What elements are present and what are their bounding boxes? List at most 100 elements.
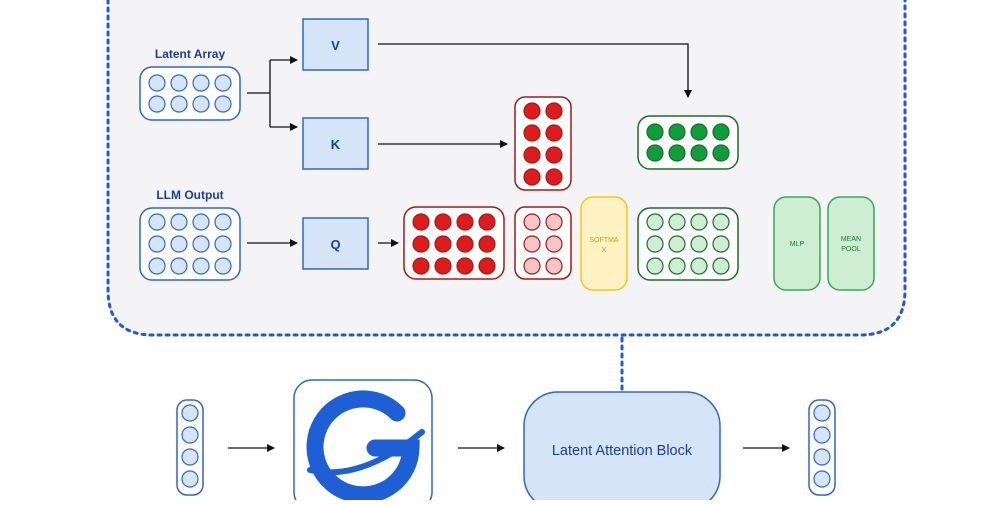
key-token	[523, 124, 541, 142]
latent-to-vk-connector	[247, 60, 271, 127]
key-token	[523, 102, 541, 120]
weighted-value-token	[690, 235, 708, 253]
score-token	[478, 257, 496, 275]
input-token-column	[176, 399, 204, 496]
scaled-score-token	[523, 213, 541, 231]
latent-attention-label: Latent Attention Block	[552, 443, 693, 459]
output-token	[668, 123, 686, 141]
k-label: K	[331, 137, 341, 152]
llm-token	[214, 213, 232, 231]
score-token	[434, 213, 452, 231]
input-token	[181, 404, 199, 422]
q-label: Q	[330, 237, 340, 252]
score-token	[456, 213, 474, 231]
output-token	[712, 123, 730, 141]
q-box: Q	[302, 217, 369, 270]
attention-scores-matrix	[403, 206, 505, 280]
softmax-box: SOFTMA X	[580, 196, 628, 291]
weighted-value-token	[712, 257, 730, 275]
key-token	[545, 102, 563, 120]
v-label: V	[331, 38, 340, 53]
output-token	[646, 123, 664, 141]
llm-logo-icon	[306, 390, 425, 504]
latent-token	[192, 74, 210, 92]
score-token	[412, 235, 430, 253]
weighted-value-token	[712, 235, 730, 253]
mean-pool-box: MEAN POOL	[827, 196, 875, 291]
score-token	[456, 257, 474, 275]
llm-token	[148, 235, 166, 253]
score-token	[412, 257, 430, 275]
llm-token	[192, 213, 210, 231]
llm-block	[293, 379, 433, 505]
weighted-value-token	[712, 213, 730, 231]
llm-token	[170, 257, 188, 275]
scaled-score-token	[545, 257, 563, 275]
attended-output-matrix	[637, 115, 739, 170]
score-token	[478, 213, 496, 231]
weighted-value-token	[668, 257, 686, 275]
key-token	[523, 146, 541, 164]
latent-token	[148, 95, 166, 113]
llm-output-label: LLM Output	[156, 188, 223, 202]
softmax-label-line2: X	[602, 247, 607, 254]
mean-pool-label-line2: POOL	[841, 246, 861, 253]
embedding-token	[813, 426, 831, 444]
scaled-score-token	[523, 257, 541, 275]
v-box: V	[302, 18, 369, 71]
latent-token	[170, 95, 188, 113]
llm-token	[170, 235, 188, 253]
embedding-token	[813, 404, 831, 422]
weighted-values-matrix	[637, 207, 739, 281]
llm-token	[148, 213, 166, 231]
llm-token	[170, 213, 188, 231]
mean-pool-label-line1: MEAN	[841, 236, 861, 243]
softmax-label-line1: SOFTMA	[589, 237, 618, 244]
output-token	[690, 123, 708, 141]
key-token	[545, 146, 563, 164]
key-token	[545, 168, 563, 186]
latent-token	[192, 95, 210, 113]
output-token	[646, 144, 664, 162]
key-matrix	[514, 96, 572, 191]
latent-array-grid	[139, 66, 241, 121]
weighted-value-token	[690, 257, 708, 275]
latent-token	[214, 74, 232, 92]
scaled-score-token	[545, 235, 563, 253]
arrow-v-to-output	[378, 43, 692, 98]
llm-token	[214, 257, 232, 275]
latent-token	[214, 95, 232, 113]
latent-token	[170, 74, 188, 92]
input-token	[181, 448, 199, 466]
llm-token	[192, 235, 210, 253]
llm-token	[214, 235, 232, 253]
input-token	[181, 426, 199, 444]
latent-array-label: Latent Array	[155, 47, 226, 61]
llm-token	[192, 257, 210, 275]
output-token	[668, 144, 686, 162]
k-box: K	[302, 117, 369, 170]
llm-output-grid	[139, 207, 241, 281]
weighted-value-token	[668, 213, 686, 231]
input-token	[181, 470, 199, 488]
key-token	[523, 168, 541, 186]
score-token	[434, 235, 452, 253]
output-token	[712, 144, 730, 162]
scaled-scores-matrix	[514, 206, 572, 280]
latent-token	[148, 74, 166, 92]
llm-token	[148, 257, 166, 275]
key-token	[545, 124, 563, 142]
mlp-label: MLP	[790, 241, 805, 248]
weighted-value-token	[646, 213, 664, 231]
weighted-value-token	[690, 213, 708, 231]
embedding-token	[813, 448, 831, 466]
score-token	[434, 257, 452, 275]
scaled-score-token	[545, 213, 563, 231]
output-embedding-column	[808, 399, 836, 496]
weighted-value-token	[668, 235, 686, 253]
weighted-value-token	[646, 235, 664, 253]
scaled-score-token	[523, 235, 541, 253]
output-token	[690, 144, 708, 162]
weighted-value-token	[646, 257, 664, 275]
